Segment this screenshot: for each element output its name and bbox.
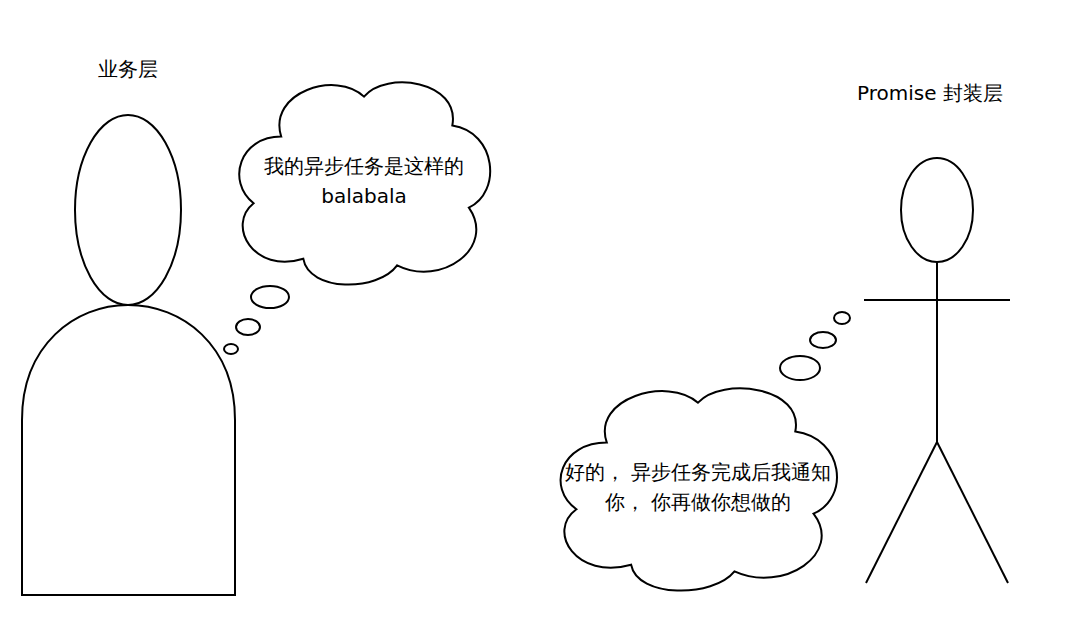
stick-arms	[864, 299, 1010, 301]
thought-text: 好的， 异步任务完成后我通知你， 你再做你想做的	[538, 457, 858, 517]
thought-bubble	[236, 319, 260, 335]
layer-title: Promise 封装层	[820, 80, 1040, 107]
figure-label: Promise 封装层	[820, 80, 1040, 110]
thought-bubble	[780, 356, 820, 380]
layer-title: 业务层	[28, 56, 228, 83]
cloud-outline	[546, 376, 850, 598]
thought-cloud: 好的， 异步任务完成后我通知你， 你再做你想做的	[546, 376, 850, 598]
figure-label: 业务层	[28, 56, 228, 86]
person-body	[22, 305, 235, 595]
thought-cloud: 我的异步任务是这样的 balabala	[226, 70, 502, 292]
stick-leg	[937, 442, 1008, 583]
thought-bubble	[810, 332, 836, 348]
thought-bubble	[834, 312, 850, 324]
stick-leg	[866, 442, 937, 583]
person-head	[75, 115, 181, 305]
thought-bubble	[224, 344, 238, 354]
stick-head	[901, 158, 973, 262]
cloud-outline	[226, 70, 502, 292]
thought-bubble	[251, 286, 289, 308]
stick-body	[936, 262, 938, 442]
thought-text: 我的异步任务是这样的 balabala	[229, 151, 499, 211]
